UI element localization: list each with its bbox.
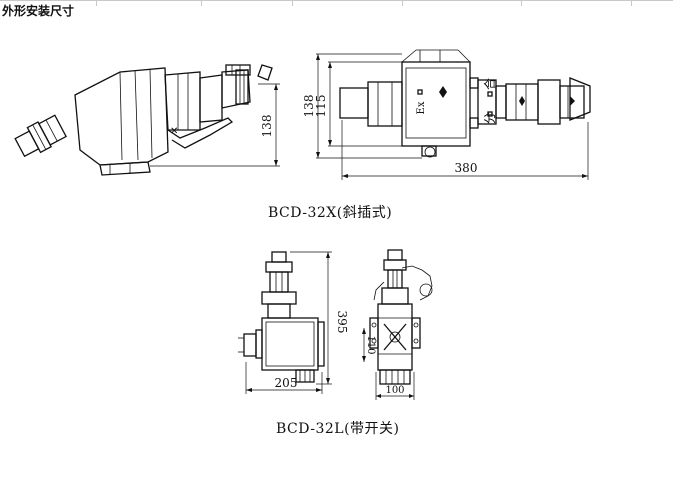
- side-view-plug: ✕: [14, 64, 280, 176]
- open-label: 分: [483, 112, 497, 124]
- separator: [292, 0, 293, 6]
- dim-height: 395: [335, 311, 349, 334]
- top-figure-caption: BCD-32X(斜插式): [268, 205, 393, 221]
- close-label: 合: [482, 78, 497, 90]
- front-view-plug: [316, 49, 591, 180]
- separator: [201, 0, 202, 6]
- vertical-side-view: [238, 251, 332, 394]
- dim-width: 205: [275, 376, 298, 390]
- front-view-switch: [362, 249, 433, 400]
- bottom-figure-caption: BCD-32L(带开关): [276, 421, 400, 437]
- dim-side-height: 138: [260, 115, 274, 138]
- separator: [96, 0, 97, 6]
- dim-front-small: 110: [365, 335, 376, 354]
- dim-front-width: 100: [385, 385, 404, 396]
- svg-text:✕: ✕: [170, 126, 178, 137]
- dim-front-height-inner: 115: [314, 95, 328, 118]
- page-title: 外形安装尺寸: [2, 4, 75, 18]
- dim-front-height-outer: 138: [302, 95, 316, 118]
- separator: [521, 0, 522, 6]
- dim-front-length: 380: [455, 161, 478, 175]
- top-border: [0, 0, 673, 1]
- separator: [402, 0, 403, 6]
- ex-label: Ex: [416, 101, 427, 114]
- separator: [631, 0, 632, 6]
